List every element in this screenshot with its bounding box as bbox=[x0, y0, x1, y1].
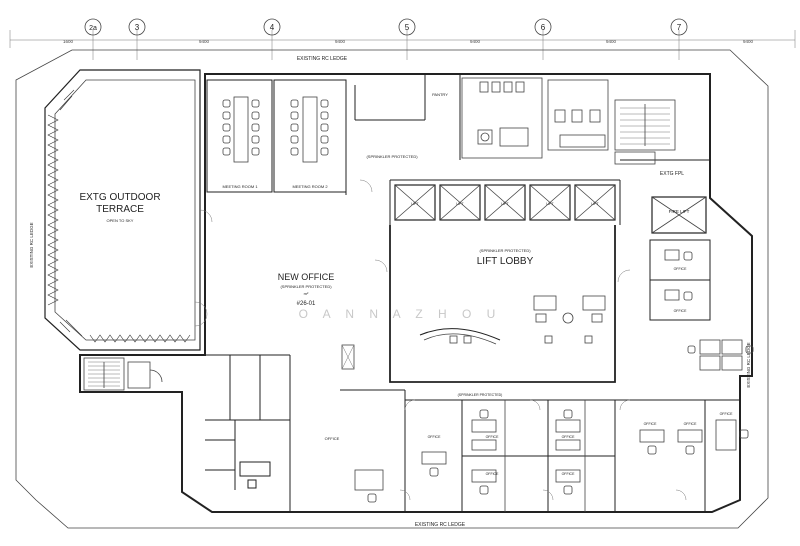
terrace-label-line2: TERRACE bbox=[96, 204, 144, 215]
office-label: OFFICE bbox=[562, 472, 575, 476]
watermark: O A N N A Z H O U bbox=[299, 307, 502, 321]
dimension-label: 9400 bbox=[199, 39, 210, 44]
top-ledge-label: EXISTING RC LEDGE bbox=[297, 56, 348, 62]
office-label: OFFICE bbox=[644, 422, 657, 426]
office-label: OFFICE bbox=[720, 412, 733, 416]
fire-staircase-right: EXTG FPL bbox=[614, 99, 684, 177]
dimension-label: 9400 bbox=[470, 39, 481, 44]
meeting-room-1: MEETING ROOM 1 bbox=[206, 79, 273, 193]
bottom-office-cells: OFFICE OFFICE OFFICE OFFICE OFFICE OFFIC… bbox=[405, 393, 749, 512]
service-rooms-left bbox=[205, 354, 290, 490]
lift-lobby-note: (SPRINKLER PROTECTED) bbox=[479, 248, 531, 253]
grid-marker-7: 7 bbox=[670, 18, 688, 36]
right-ledge-label: EXISTING RC LEDGE bbox=[746, 342, 751, 387]
grid-marker-label: 2a bbox=[89, 25, 97, 32]
sprinkler-note-bottom: (SPRINKLER PROTECTED) bbox=[458, 393, 503, 397]
door-swings bbox=[194, 179, 687, 501]
office-label: OFFICE bbox=[428, 435, 441, 439]
meeting-room-1-label: MEETING ROOM 1 bbox=[222, 184, 258, 189]
grid-marker-label: 5 bbox=[405, 23, 410, 32]
office-label: OFFICE bbox=[486, 435, 499, 439]
fire-staircase-left bbox=[83, 357, 163, 391]
lift-bank: LIFT LIFT LIFT LIFT LIFT bbox=[394, 184, 616, 221]
new-office-label-group: NEW OFFICE (SPRINKLER PROTECTED) m² #26-… bbox=[278, 272, 335, 307]
grid-marker-label: 7 bbox=[677, 23, 682, 32]
lift-label: LIFT bbox=[456, 202, 464, 206]
office-label: OFFICE bbox=[562, 435, 575, 439]
office-label: OFFICE bbox=[674, 309, 687, 313]
office-label: OFFICE bbox=[674, 267, 687, 271]
grid-marker-2a: 2a bbox=[84, 18, 102, 36]
grid-marker-5: 5 bbox=[398, 18, 416, 36]
planter-hatch bbox=[47, 89, 191, 343]
dimension-label: 9400 bbox=[606, 39, 617, 44]
building-outer-wall bbox=[79, 73, 753, 513]
right-offices: OFFICE OFFICE bbox=[649, 239, 754, 371]
exts-fpl-label: EXTG FPL bbox=[660, 171, 684, 177]
lift-label: LIFT bbox=[546, 202, 554, 206]
meeting-room-2-label: MEETING ROOM 2 bbox=[292, 184, 328, 189]
new-office-note: (SPRINKLER PROTECTED) bbox=[280, 284, 332, 289]
grid-dimensions: 1600 9400 9400 9400 9400 9400 bbox=[63, 39, 754, 44]
lift-label: LIFT bbox=[411, 202, 419, 206]
existing-ledge-outline bbox=[15, 49, 769, 529]
lift-lobby: (SPRINKLER PROTECTED) LIFT LOBBY bbox=[389, 225, 616, 383]
terrace-note: OPEN TO SKY bbox=[107, 218, 134, 223]
centre-office: OFFICE bbox=[289, 344, 406, 512]
meeting-room-2: MEETING ROOM 2 bbox=[273, 79, 347, 193]
sprinkler-note-top: (SPRINKLER PROTECTED) bbox=[366, 154, 418, 159]
left-ledge-label: EXISTING RC LEDGE bbox=[29, 222, 34, 267]
office-label: OFFICE bbox=[486, 472, 499, 476]
fire-lift-label: FIRE LIFT bbox=[669, 209, 690, 214]
pantry-label: PANTRY bbox=[432, 92, 448, 97]
bottom-ledge-label: EXISTING RC LEDGE bbox=[415, 522, 466, 528]
office-label: OFFICE bbox=[325, 436, 340, 441]
lift-lobby-label: LIFT LOBBY bbox=[477, 256, 534, 267]
grid-marker-label: 6 bbox=[541, 23, 546, 32]
dimension-label: 1600 bbox=[63, 39, 74, 44]
office-label: OFFICE bbox=[684, 422, 697, 426]
lift-label: LIFT bbox=[501, 202, 509, 206]
grid-marker-6: 6 bbox=[534, 18, 552, 36]
toilet-block bbox=[461, 77, 609, 159]
fire-lift: FIRE LIFT bbox=[651, 196, 707, 234]
new-office-title: NEW OFFICE bbox=[278, 272, 335, 282]
new-office-area: m² bbox=[304, 291, 309, 296]
grid-marker-3: 3 bbox=[128, 18, 146, 36]
interior-walls bbox=[345, 74, 710, 225]
terrace-label-line1: EXTG OUTDOOR bbox=[79, 192, 160, 203]
grid-marker-label: 3 bbox=[135, 23, 140, 32]
dimension-label: 9400 bbox=[743, 39, 754, 44]
grid-marker-4: 4 bbox=[263, 18, 281, 36]
outdoor-terrace: EXTG OUTDOOR TERRACE OPEN TO SKY bbox=[44, 69, 201, 351]
new-office-unit: #26-01 bbox=[297, 301, 316, 307]
dimension-label: 9400 bbox=[335, 39, 346, 44]
lift-label: LIFT bbox=[591, 202, 599, 206]
grid-marker-label: 4 bbox=[270, 23, 275, 32]
